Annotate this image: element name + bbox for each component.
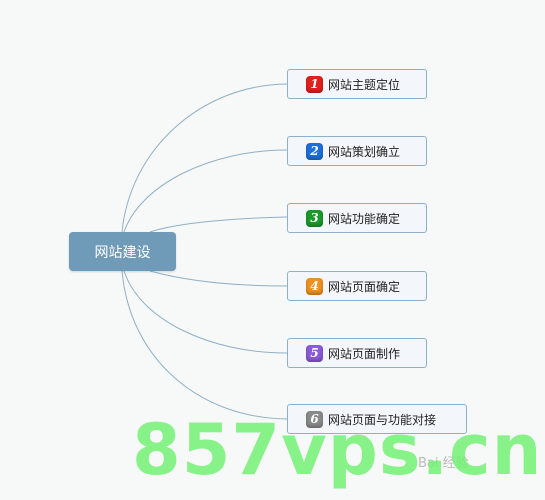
number-badge-2: 2: [306, 142, 323, 160]
connector-5: [123, 270, 288, 354]
branch-node-2[interactable]: 2 网站策划确立: [287, 136, 427, 166]
connector-6: [121, 270, 288, 420]
number-badge-5: 5: [306, 344, 323, 362]
connector-4: [149, 270, 288, 287]
branch-node-label-1: 网站主题定位: [328, 77, 401, 92]
branch-node-1[interactable]: 1 网站主题定位: [287, 69, 427, 99]
branch-node-label-4: 网站页面确定: [328, 279, 401, 294]
branch-node-label-2: 网站策划确立: [328, 144, 401, 159]
site-watermark: 857vps.cn: [132, 409, 543, 491]
connector-3: [149, 216, 288, 233]
number-badge-3: 3: [306, 209, 323, 227]
branch-node-3[interactable]: 3 网站功能确定: [287, 203, 427, 233]
branch-node-label-5: 网站页面制作: [328, 346, 401, 361]
branch-node-4[interactable]: 4 网站页面确定: [287, 271, 427, 301]
connector-2: [123, 149, 288, 233]
number-badge-1: 1: [306, 75, 323, 93]
connector-1: [121, 83, 288, 233]
root-node-label: 网站建设: [94, 244, 151, 261]
branch-node-label-3: 网站功能确定: [328, 211, 401, 226]
branch-node-5[interactable]: 5 网站页面制作: [287, 338, 427, 368]
baidu-watermark: Bai 经验: [418, 456, 469, 471]
number-badge-4: 4: [306, 277, 323, 295]
number-badge-6: 6: [306, 410, 323, 428]
branch-node-6[interactable]: 6 网站页面与功能对接: [287, 404, 467, 434]
root-node[interactable]: 网站建设: [69, 232, 176, 271]
branch-node-label-6: 网站页面与功能对接: [328, 412, 437, 427]
